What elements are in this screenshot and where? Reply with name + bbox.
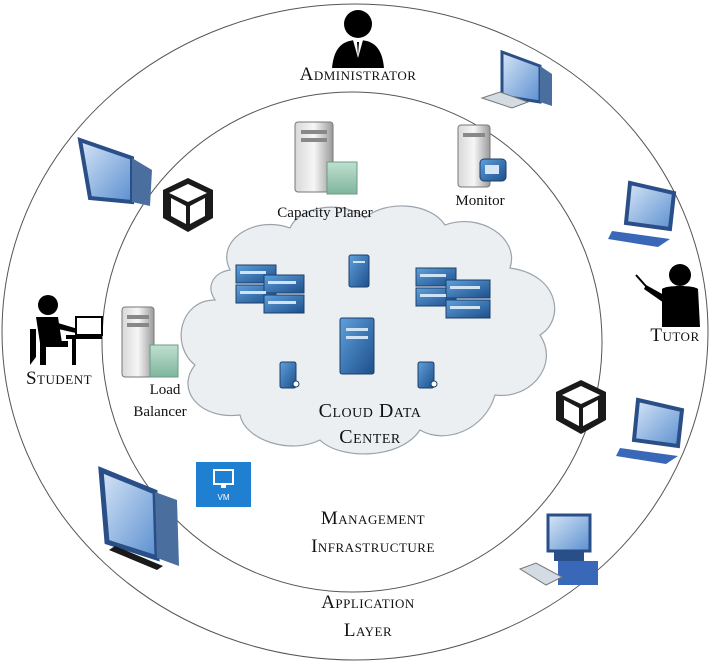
management-layer-ring: [101, 91, 603, 593]
tutor-label: Tutor: [650, 325, 700, 346]
virtualbox-icon: [556, 380, 606, 434]
server-tower-icon: [339, 317, 375, 375]
cloud-data-center-label-line1: Cloud Data: [318, 400, 422, 422]
vm-tile-icon: VM: [196, 462, 251, 507]
workstation-icon: [518, 513, 598, 586]
administrator-label: Administrator: [299, 64, 417, 85]
load-balancer-label-line2: Balancer: [133, 404, 187, 420]
monitor-server-icon: [457, 124, 507, 188]
server-tower-icon: [279, 361, 300, 389]
laptop-icon: [616, 397, 685, 464]
cloud-data-center-label-line2: Center: [339, 426, 401, 448]
application-layer-ring: [1, 3, 709, 661]
server-rack-icon: [415, 267, 491, 319]
laptop-icon: [608, 180, 677, 247]
application-layer-label-line2: Layer: [343, 620, 393, 641]
management-infrastructure-label-line2: Infrastructure: [311, 536, 435, 557]
capacity-planer-server-icon: [294, 121, 358, 195]
desktop-monitor-icon: [98, 466, 179, 570]
workstation-icon: [480, 49, 552, 109]
student-icon: [30, 295, 103, 365]
management-infrastructure-label-line1: Management: [320, 508, 426, 529]
virtualbox-icon: [163, 178, 213, 232]
capacity-planer-label: Capacity Planer: [277, 205, 373, 221]
application-layer-label-line1: Application: [321, 592, 415, 613]
load-balancer-server-icon: [121, 306, 179, 378]
server-tower-icon: [417, 361, 438, 389]
administrator-icon: [332, 10, 384, 68]
server-rack-icon: [235, 264, 305, 314]
monitor-label: Monitor: [455, 193, 505, 209]
desktop-monitor-icon: [77, 137, 152, 206]
vm-label: VM: [218, 493, 230, 502]
server-tower-icon: [348, 254, 370, 288]
load-balancer-label-line1: Load: [149, 382, 181, 398]
student-label: Student: [25, 368, 93, 389]
tutor-icon: [635, 264, 700, 327]
